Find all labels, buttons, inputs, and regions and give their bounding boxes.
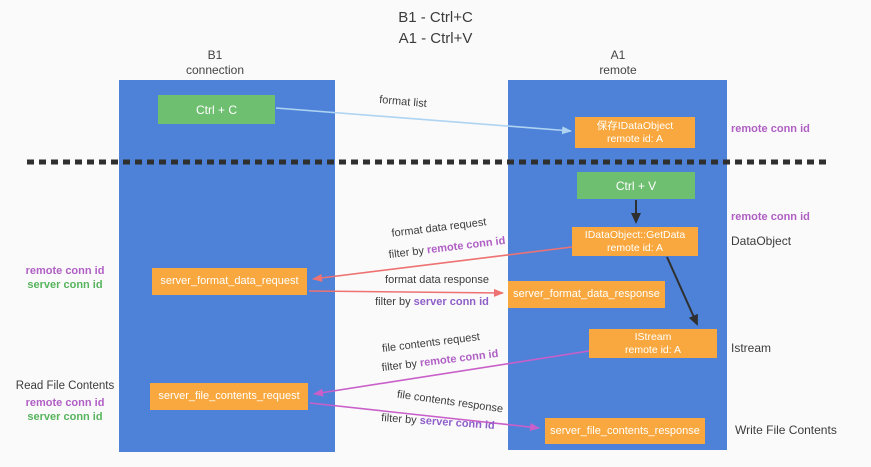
file-contents-response-label: file contents response: [396, 388, 504, 416]
server-conn-id-text: server conn id: [419, 414, 496, 432]
right-column-header: A1 remote: [543, 48, 693, 78]
save-dataobject-line1: 保存IDataObject: [596, 119, 674, 132]
left-conn-id-group-1: remote conn id server conn id: [14, 264, 116, 292]
getdata-line1: IDataObject::GetData: [584, 228, 686, 241]
getdata-line2: remote id: A: [606, 241, 664, 254]
server-format-data-request-node: server_format_data_request: [152, 268, 307, 295]
ctrl-v-node: Ctrl + V: [577, 172, 695, 199]
server-file-contents-request-label: server_file_contents_request: [158, 390, 300, 402]
istream-side-label: Istream: [731, 341, 772, 355]
getdata-node: IDataObject::GetData remote id: A: [572, 227, 698, 256]
server-format-data-request-label: server_format_data_request: [160, 275, 299, 287]
ctrl-c-label: Ctrl + C: [195, 102, 237, 117]
left-column-header: B1 connection: [140, 48, 290, 78]
remote-conn-id-text: remote conn id: [426, 234, 506, 257]
format-data-response-label: format data response: [385, 274, 489, 286]
ctrl-v-label: Ctrl + V: [615, 178, 657, 193]
left-conn-id-group-2: Read File Contents remote conn id server…: [10, 379, 120, 424]
istream-line1: IStream: [634, 330, 672, 343]
server-conn-id-left-1: server conn id: [27, 279, 103, 291]
read-file-contents-label: Read File Contents: [15, 380, 115, 392]
format-list-label: format list: [378, 93, 428, 111]
filter-by-text: filter by: [375, 296, 411, 308]
filter-by-server-conn-id-label-1: filter by server conn id: [362, 296, 502, 308]
filter-by-server-conn-id-label-2: filter by server conn id: [368, 411, 508, 433]
server-format-data-response-node: server_format_data_response: [508, 281, 665, 308]
dataobject-label: DataObject: [731, 234, 792, 248]
right-column-name: A1: [610, 48, 626, 62]
filter-by-text: filter by: [381, 357, 418, 375]
write-file-contents-label: Write File Contents: [735, 423, 837, 437]
remote-conn-id-left-1: remote conn id: [25, 265, 105, 277]
right-column-subtitle: remote: [599, 63, 637, 77]
server-file-contents-response-node: server_file_contents_response: [545, 418, 705, 444]
diagram-title: B1 - Ctrl+C A1 - Ctrl+V: [0, 7, 871, 49]
istream-line2: remote id: A: [624, 343, 682, 356]
title-line-1: B1 - Ctrl+C: [398, 9, 473, 26]
remote-conn-id-right-top: remote conn id: [731, 123, 810, 135]
server-format-data-response-label: server_format_data_response: [513, 288, 660, 300]
server-file-contents-request-node: server_file_contents_request: [150, 383, 308, 410]
ctrl-c-node: Ctrl + C: [158, 95, 275, 124]
format-data-response-arrow: [308, 288, 504, 297]
save-dataobject-node: 保存IDataObject remote id: A: [575, 117, 695, 148]
filter-by-text: filter by: [380, 412, 418, 427]
istream-node: IStream remote id: A: [589, 329, 717, 358]
filter-by-text: filter by: [388, 244, 425, 262]
save-dataobject-line2: remote id: A: [606, 132, 664, 145]
remote-conn-id-left-2: remote conn id: [25, 397, 105, 409]
server-file-contents-response-label: server_file_contents_response: [550, 424, 700, 437]
remote-conn-id-right-mid: remote conn id: [731, 211, 810, 223]
left-column-name: B1: [207, 48, 223, 62]
server-conn-id-left-2: server conn id: [27, 411, 103, 423]
left-column-subtitle: connection: [185, 63, 245, 77]
remote-conn-id-text: remote conn id: [419, 347, 499, 370]
server-conn-id-text: server conn id: [413, 296, 489, 308]
title-line-2: A1 - Ctrl+V: [398, 30, 473, 47]
